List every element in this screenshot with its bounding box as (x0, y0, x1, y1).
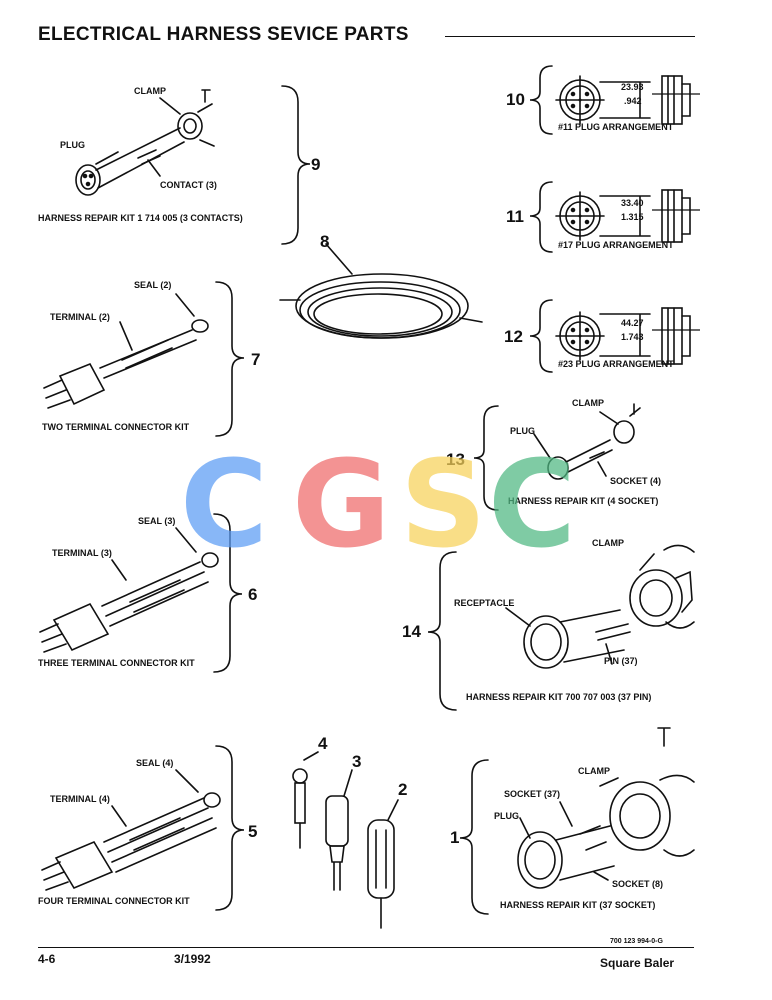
caption-item-10: #11 PLUG ARRANGEMENT (558, 122, 674, 132)
item-number-7: 7 (251, 350, 261, 369)
dim-bottom-11: 1.315 (621, 212, 644, 222)
item-number-9: 9 (311, 155, 321, 174)
dim-bottom-10: .942 (624, 96, 642, 106)
label-socket37-1: SOCKET (37) (504, 789, 561, 799)
caption-item-5: FOUR TERMINAL CONNECTOR KIT (38, 896, 190, 906)
page-title: ELECTRICAL HARNESS SEVICE PARTS (38, 24, 409, 45)
dim-top-11: 33.40 (621, 198, 644, 208)
label-receptacle-14: RECEPTACLE (454, 598, 515, 608)
dim-top-12: 44.27 (621, 318, 644, 328)
label-socket8-1: SOCKET (8) (612, 879, 664, 889)
label-clamp-9: CLAMP (134, 86, 166, 96)
watermark-letter-4: C (488, 436, 576, 575)
watermark-char-3: S (400, 436, 487, 575)
caption-item-14: HARNESS REPAIR KIT 700 707 003 (37 PIN) (466, 692, 652, 702)
label-socket-13: SOCKET (4) (610, 476, 662, 486)
brace-5 (215, 745, 245, 911)
brace-9 (281, 85, 311, 245)
item-number-12: 12 (504, 327, 523, 346)
item-number-6: 6 (248, 585, 258, 604)
caption-item-6: THREE TERMINAL CONNECTOR KIT (38, 658, 195, 668)
brace-7 (215, 281, 245, 437)
product-name: Square Baler (600, 956, 675, 970)
caption-item-13: HARNESS REPAIR KIT (4 SOCKET) (508, 496, 659, 506)
brace-1 (459, 759, 489, 915)
label-plug-9: PLUG (60, 140, 86, 150)
item-number-8: 8 (320, 232, 330, 251)
dim-top-10: 23.93 (621, 82, 644, 92)
watermark-letter-2: G (292, 436, 391, 575)
label-seal-5: SEAL (4) (136, 758, 174, 768)
watermark-letter-3: S (400, 436, 486, 575)
watermark-char-2: G (292, 436, 391, 575)
item-number-14: 14 (402, 622, 421, 641)
watermark-char-4: C (488, 436, 577, 575)
brace-11 (529, 181, 553, 253)
label-terminal-5: TERMINAL (4) (50, 794, 110, 804)
item-number-10: 10 (506, 90, 525, 109)
brace-14 (427, 551, 457, 711)
title-rule (445, 36, 695, 37)
label-plug-13: PLUG (510, 426, 536, 436)
watermark-char-1: C (180, 436, 269, 575)
label-plug-1: PLUG (494, 811, 520, 821)
caption-item-11: #17 PLUG ARRANGEMENT (558, 240, 674, 250)
label-terminal-7: TERMINAL (2) (50, 312, 110, 322)
item-number-4: 4 (318, 734, 328, 753)
publication-date: 3/1992 (174, 952, 211, 966)
caption-item-9: HARNESS REPAIR KIT 1 714 005 (3 CONTACTS… (38, 213, 243, 223)
caption-item-7: TWO TERMINAL CONNECTOR KIT (42, 422, 190, 432)
label-clamp-13: CLAMP (572, 398, 604, 408)
document-number: 700 123 994-0-G (610, 938, 663, 945)
item-number-2: 2 (398, 780, 408, 799)
label-contact-9: CONTACT (3) (160, 180, 217, 190)
footer-rule (38, 947, 694, 948)
page-number: 4-6 (38, 952, 56, 966)
item-number-5: 5 (248, 822, 258, 841)
label-seal-6: SEAL (3) (138, 516, 176, 526)
item-number-13: 13 (446, 450, 465, 469)
brace-13 (473, 405, 499, 511)
label-clamp-14: CLAMP (592, 538, 624, 548)
item-number-1: 1 (450, 828, 460, 847)
caption-item-1: HARNESS REPAIR KIT (37 SOCKET) (500, 900, 656, 910)
brace-12 (529, 299, 553, 373)
caption-item-12: #23 PLUG ARRANGEMENT (558, 359, 674, 369)
brace-10 (529, 65, 553, 135)
item-number-3: 3 (352, 752, 362, 771)
label-clamp-1: CLAMP (578, 766, 610, 776)
watermark-letter-1: C (180, 436, 268, 575)
brace-6 (213, 513, 243, 673)
label-terminal-6: TERMINAL (3) (52, 548, 112, 558)
label-pin-14: PIN (37) (604, 656, 638, 666)
item-number-11: 11 (506, 207, 524, 226)
dim-bottom-12: 1.743 (621, 332, 644, 342)
label-seal-7: SEAL (2) (134, 280, 172, 290)
